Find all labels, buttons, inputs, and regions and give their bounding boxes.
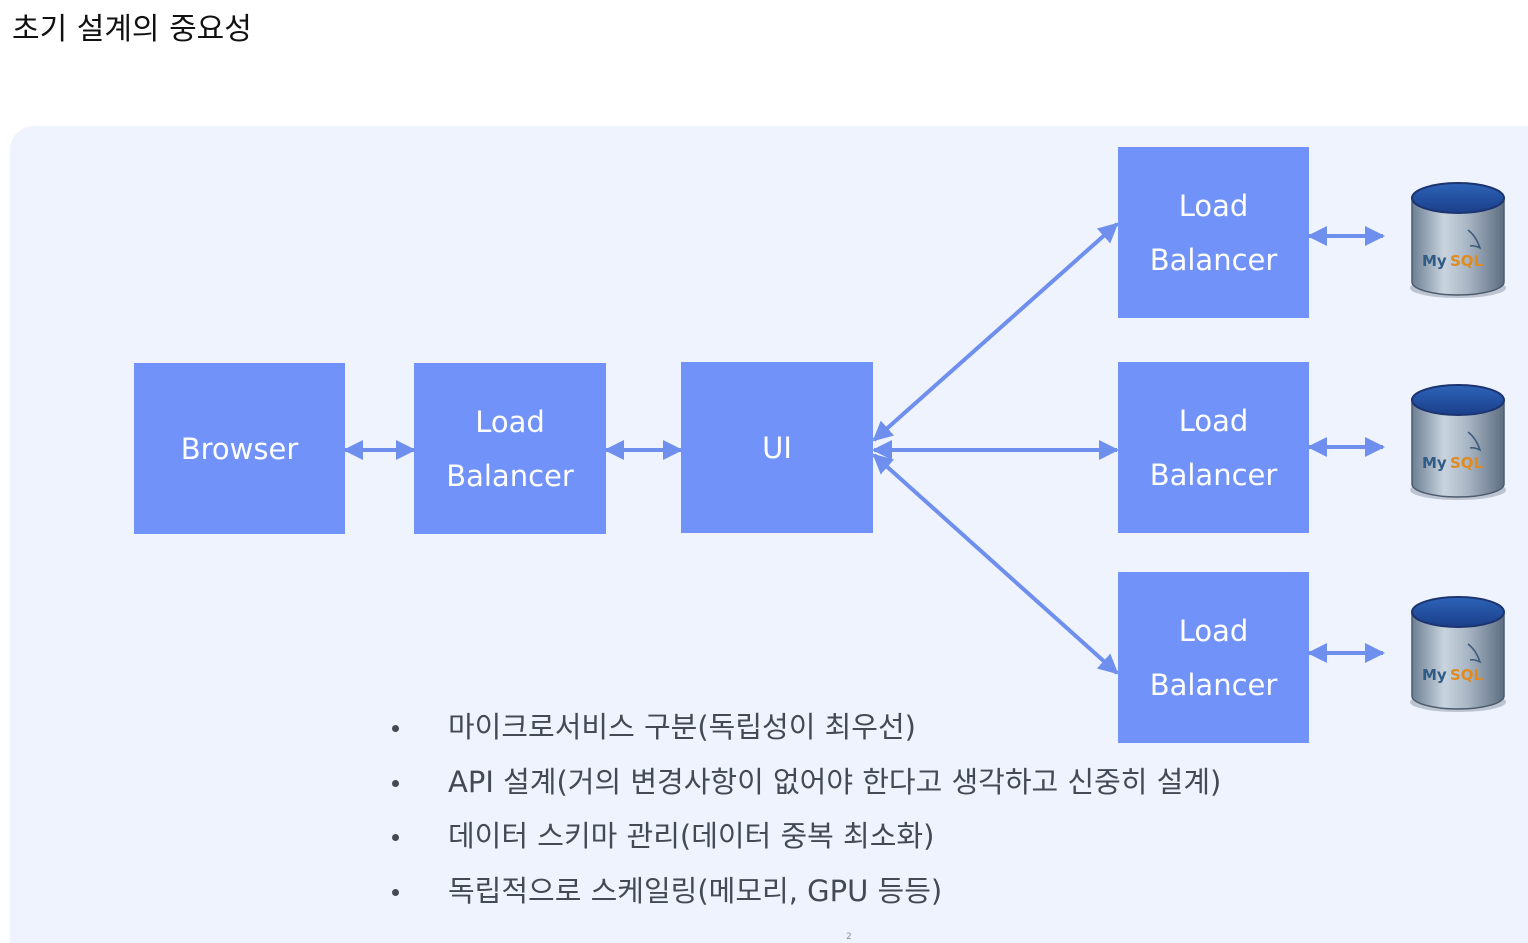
bullet-list: 마이크로서비스 구분(독립성이 최우선) API 설계(거의 변경사항이 없어야… (392, 700, 1221, 918)
arrow-ui-lb-bottom (872, 453, 1119, 675)
bullet-dot (392, 779, 399, 787)
mysql-database-icon: My SQL (1410, 596, 1506, 712)
bullet-item: API 설계(거의 변경사항이 없어야 한다고 생각하고 신중히 설계) (392, 755, 1221, 810)
svg-text:My: My (1422, 666, 1447, 684)
service-lb-2-line1: Load (1178, 403, 1249, 438)
ui-label: UI (762, 430, 792, 465)
bullet-dot (392, 888, 399, 896)
bullet-text: API 설계(거의 변경사항이 없어야 한다고 생각하고 신중히 설계) (448, 764, 1222, 799)
slide-number: 2 (846, 932, 852, 942)
bullet-item: 마이크로서비스 구분(독립성이 최우선) (392, 700, 1221, 755)
service-load-balancer-box-2: Load Balancer (1118, 362, 1309, 533)
service-lb-2-line2: Balancer (1149, 457, 1278, 492)
service-lb-1-line1: Load (1178, 188, 1249, 223)
front-lb-label-line1: Load (475, 404, 545, 439)
ui-box: UI (681, 362, 873, 533)
browser-box: Browser (134, 363, 345, 534)
mysql-database-icon: My SQL (1410, 182, 1506, 298)
svg-text:My: My (1422, 252, 1447, 270)
svg-text:SQL: SQL (1450, 252, 1484, 270)
svg-text:SQL: SQL (1450, 666, 1484, 684)
service-lb-3-line1: Load (1178, 613, 1249, 648)
bullet-dot (392, 725, 399, 732)
service-lb-1-line2: Balancer (1149, 242, 1278, 277)
front-lb-label-line2: Balancer (446, 458, 574, 493)
browser-label: Browser (180, 431, 299, 466)
bullet-text: 데이터 스키마 관리(데이터 중복 최소화) (448, 819, 935, 853)
bullet-item: 독립적으로 스케일링(메모리, GPU 등등) (392, 864, 1221, 919)
front-load-balancer-box: Load Balancer (414, 363, 606, 534)
service-lb-3-line2: Balancer (1149, 667, 1278, 702)
arrow-ui-lb-top (872, 222, 1119, 442)
mysql-database-icon: My SQL (1410, 384, 1506, 500)
svg-text:My: My (1422, 454, 1447, 472)
bullet-dot (392, 834, 399, 841)
bullet-text: 독립적으로 스케일링(메모리, GPU 등등) (448, 873, 943, 908)
service-load-balancer-box-1: Load Balancer (1118, 147, 1309, 318)
svg-text:SQL: SQL (1450, 454, 1484, 472)
page-title: 초기 설계의 중요성 (12, 12, 252, 47)
bullet-item: 데이터 스키마 관리(데이터 중복 최소화) (392, 809, 1221, 864)
service-load-balancer-box-3: Load Balancer (1118, 572, 1309, 743)
bullet-text: 마이크로서비스 구분(독립성이 최우선) (448, 710, 916, 744)
